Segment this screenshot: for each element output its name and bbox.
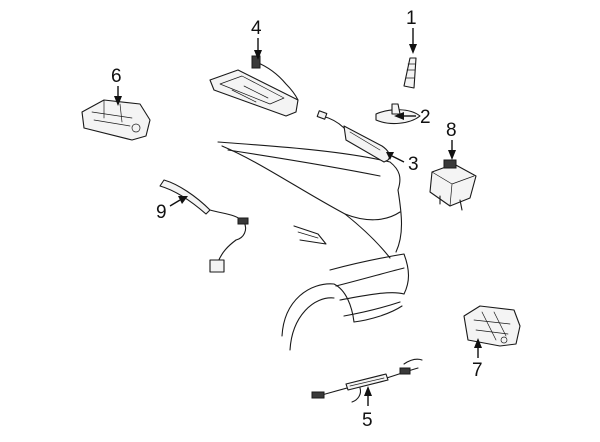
callout-2: 2 — [420, 107, 431, 128]
part-antenna-module — [209, 55, 299, 117]
callout-arrow-3 — [391, 155, 405, 163]
callout-1: 1 — [406, 8, 417, 29]
callout-9: 9 — [156, 202, 167, 223]
part-antenna-mast — [403, 57, 417, 89]
vehicle-body-outline — [217, 141, 410, 351]
callout-3: 3 — [408, 154, 419, 175]
part-antenna-base — [375, 103, 421, 125]
callout-labels: 1 2 3 4 5 6 7 8 9 — [111, 8, 483, 431]
callout-arrows — [114, 28, 482, 406]
part-bracket — [81, 99, 151, 141]
part-control-module — [429, 159, 477, 211]
callout-8: 8 — [446, 120, 457, 141]
callout-4: 4 — [251, 18, 262, 39]
callout-6: 6 — [111, 66, 122, 87]
part-mounting-bracket — [463, 305, 521, 347]
part-antenna-strip — [159, 179, 249, 273]
callout-7: 7 — [472, 360, 483, 381]
part-cable-harness — [311, 358, 423, 403]
callout-arrow-9 — [169, 199, 181, 207]
callout-5: 5 — [362, 410, 373, 431]
